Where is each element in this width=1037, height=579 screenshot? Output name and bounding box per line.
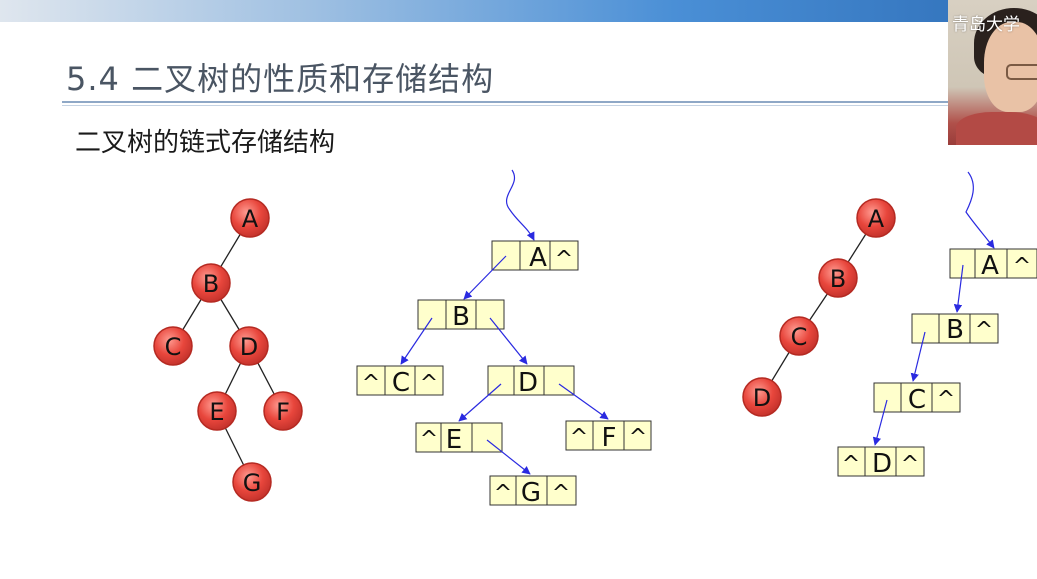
list1-node-e: ^ E xyxy=(415,422,503,455)
svg-text:^: ^ xyxy=(842,452,860,477)
tree1-node-e: E xyxy=(197,391,237,431)
node-label: D xyxy=(240,333,258,361)
presenter-body xyxy=(956,112,1037,145)
node-label: C xyxy=(165,333,182,361)
node-label: E xyxy=(209,398,224,426)
presenter-webcam xyxy=(948,0,1037,145)
tree2-node-a: A xyxy=(856,198,896,238)
tree1-node-b: B xyxy=(191,263,231,303)
svg-text:^: ^ xyxy=(1013,254,1031,279)
svg-text:^: ^ xyxy=(975,318,993,343)
svg-text:D: D xyxy=(872,449,892,479)
slide-top-bar xyxy=(0,0,1037,22)
list2-node-b: B ^ xyxy=(911,313,999,345)
svg-text:A: A xyxy=(868,205,885,233)
node-label: B xyxy=(203,270,219,298)
svg-text:D: D xyxy=(753,384,771,412)
svg-text:^: ^ xyxy=(629,425,647,450)
tree2-node-c: C xyxy=(779,316,819,356)
svg-text:^: ^ xyxy=(937,387,955,412)
list2-node-c: C ^ xyxy=(873,382,961,415)
svg-text:^: ^ xyxy=(494,481,512,506)
title-underline xyxy=(62,101,952,103)
svg-text:G: G xyxy=(521,478,541,508)
svg-text:A: A xyxy=(529,243,547,273)
tree1-node-a: A xyxy=(230,198,270,238)
tree1-node-f: F xyxy=(263,391,303,431)
tree2-node-b: B xyxy=(818,258,858,298)
list1-node-f: ^ F ^ xyxy=(565,420,652,453)
svg-text:^: ^ xyxy=(362,371,380,396)
svg-text:^: ^ xyxy=(552,481,570,506)
svg-text:^: ^ xyxy=(420,427,438,452)
svg-text:C: C xyxy=(392,368,410,398)
tree1-node-g: G xyxy=(232,462,272,502)
node-label: A xyxy=(242,205,259,233)
title-underline-secondary xyxy=(62,105,952,106)
svg-text:E: E xyxy=(446,425,462,455)
tree1-node-d: D xyxy=(229,326,269,366)
watermark-text: 青岛大学 xyxy=(952,15,1020,35)
svg-text:D: D xyxy=(518,368,538,398)
tree1-node-c: C xyxy=(153,326,193,366)
svg-text:B: B xyxy=(830,265,846,293)
list2-node-a: A ^ xyxy=(949,248,1037,281)
svg-text:^: ^ xyxy=(570,425,588,450)
svg-text:^: ^ xyxy=(901,452,919,477)
node-label: G xyxy=(243,469,262,497)
glasses-icon xyxy=(1006,64,1037,80)
tree2-node-d: D xyxy=(742,377,782,417)
slide-title: 5.4 二叉树的性质和存储结构 xyxy=(66,60,495,98)
section-heading: 二叉树的链式存储结构 xyxy=(75,128,336,158)
list1-node-b: B xyxy=(417,299,505,332)
svg-text:^: ^ xyxy=(555,247,573,272)
list1-node-g: ^ G ^ xyxy=(489,475,577,508)
svg-text:B: B xyxy=(452,302,470,332)
svg-text:A: A xyxy=(981,251,999,281)
list2-pointers xyxy=(872,171,995,446)
svg-text:C: C xyxy=(908,385,926,415)
svg-text:F: F xyxy=(602,423,617,453)
svg-text:B: B xyxy=(946,315,964,345)
node-label: F xyxy=(276,398,290,426)
list1-pointers xyxy=(400,169,609,475)
tree2-edges xyxy=(761,217,877,398)
svg-text:C: C xyxy=(791,323,808,351)
list2-node-d: ^ D ^ xyxy=(837,446,925,479)
list1-node-c: ^ C ^ xyxy=(356,365,444,398)
svg-text:^: ^ xyxy=(420,371,438,396)
list1-node-d: D xyxy=(487,365,575,398)
list1-node-a: A ^ xyxy=(491,240,579,273)
